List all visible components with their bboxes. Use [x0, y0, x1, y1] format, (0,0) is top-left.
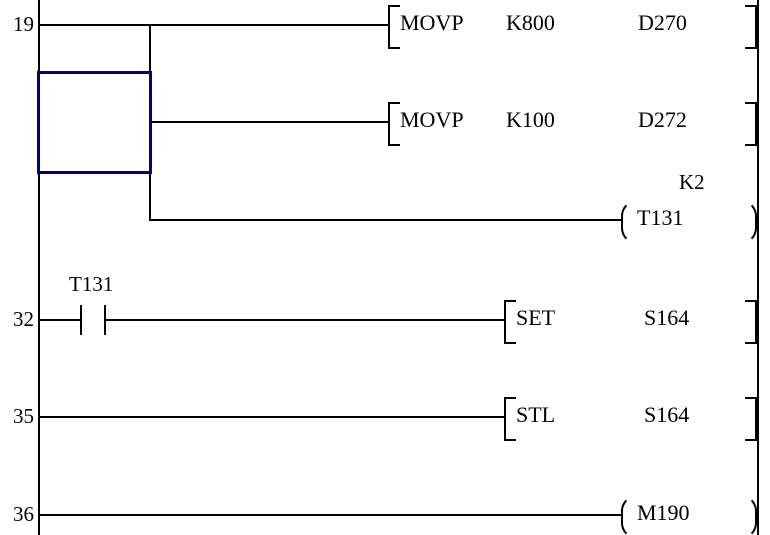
rung-wire-32-b: [106, 319, 506, 321]
coil-arc-left-icon: [621, 495, 637, 535]
instruction-operation: MOVP: [400, 107, 464, 132]
coil-arc-left-icon: [621, 200, 637, 244]
bracket-left-icon: [504, 300, 516, 344]
rung-wire-movp-2: [149, 121, 390, 123]
instruction-operation: MOVP: [400, 10, 464, 35]
rung-wire-36: [38, 514, 623, 516]
rung-wire-35: [38, 416, 506, 418]
instruction-operand-1: S164: [644, 402, 690, 427]
bracket-right-icon: [745, 102, 757, 146]
contact-label-t131: T131: [69, 272, 114, 296]
contact-t131-normally-open[interactable]: [80, 305, 106, 335]
instruction-operand-1: K800: [506, 10, 555, 35]
instruction-block-movp-k100-d272[interactable]: MOVP K100 D272: [388, 102, 757, 146]
instruction-operand-2: D270: [638, 10, 687, 35]
bracket-left-icon: [504, 397, 516, 441]
coil-m190[interactable]: M190: [621, 495, 757, 535]
bracket-left-icon: [388, 5, 400, 49]
contact-bar-right-icon: [104, 305, 106, 335]
instruction-block-set-s164[interactable]: SET S164: [504, 300, 757, 344]
step-number-19: 19: [13, 12, 34, 36]
instruction-operand-1: S164: [644, 305, 690, 330]
contact-bar-left-icon: [80, 305, 82, 335]
coil-arc-right-icon: [741, 495, 757, 535]
instruction-block-movp-k800-d270[interactable]: MOVP K800 D270: [388, 5, 757, 49]
bracket-right-icon: [745, 300, 757, 344]
instruction-operation: STL: [516, 402, 556, 427]
rung-wire-timer-coil: [149, 219, 623, 221]
instruction-operation: SET: [516, 305, 556, 330]
step-number-32: 32: [13, 307, 34, 331]
coil-label: T131: [637, 205, 684, 230]
instruction-operand-1: K100: [506, 107, 555, 132]
bracket-right-icon: [745, 5, 757, 49]
selection-cursor[interactable]: [37, 71, 152, 174]
bracket-left-icon: [388, 102, 400, 146]
right-power-rail: [757, 0, 759, 535]
step-number-36: 36: [13, 502, 34, 526]
rung-wire-32-a: [38, 319, 80, 321]
left-power-rail: [38, 0, 40, 535]
coil-arc-right-icon: [741, 200, 757, 244]
instruction-operand-2: D272: [638, 107, 687, 132]
timer-preset-value: K2: [679, 170, 705, 194]
bracket-right-icon: [745, 397, 757, 441]
step-number-35: 35: [13, 404, 34, 428]
instruction-block-stl-s164[interactable]: STL S164: [504, 397, 757, 441]
coil-label: M190: [637, 500, 690, 525]
coil-t131[interactable]: T131: [621, 200, 757, 244]
rung-wire-19: [38, 24, 390, 26]
